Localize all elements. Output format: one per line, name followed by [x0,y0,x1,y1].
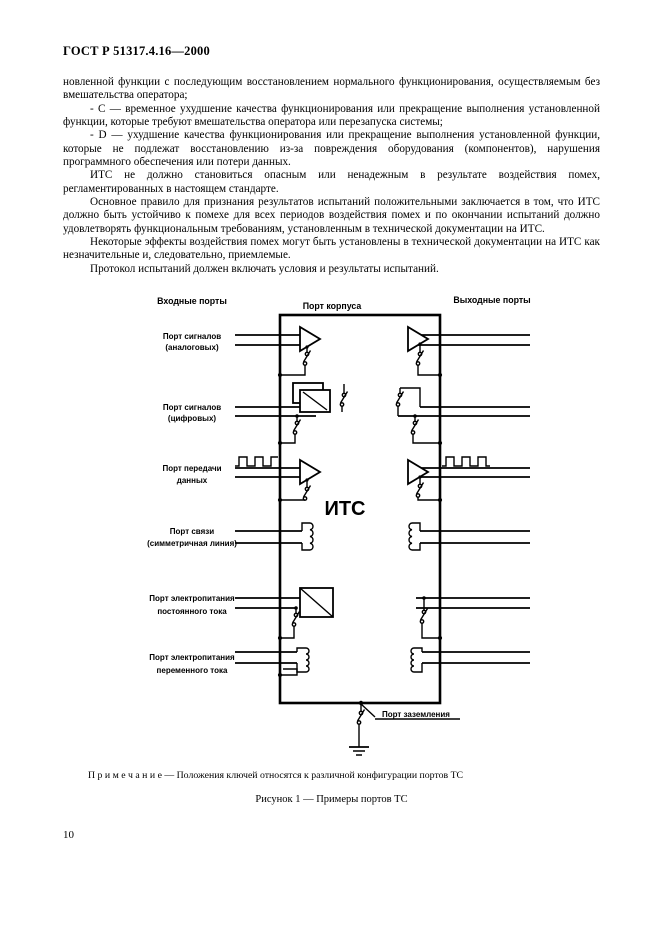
port-label: постоянного тока [157,607,227,616]
switch-icon [339,390,349,407]
port-label: Порт электропитания [149,594,235,603]
figure-ports-diagram: Входные порты Порт корпуса Выходные порт… [147,295,531,756]
switch-icon [415,349,425,366]
coil-icon [412,522,421,551]
ground-port-label: Порт заземления [382,710,450,719]
figure-note: П р и м е ч а н и е — Положения ключей о… [88,770,464,781]
square-wave-icon [442,456,490,467]
coil-icon [301,522,310,551]
switch-icon [302,484,312,501]
page-header: ГОСТ Р 51317.4.16—2000 [63,44,210,58]
switch-icon [410,418,420,435]
port-label: Порт передачи [162,464,221,473]
switch-icon [356,708,366,725]
ac-power-input-port: Порт электропитания переменного тока [149,647,310,678]
port-label: (цифровых) [168,414,216,423]
digital-input-port: Порт сигналов (цифровых) [163,382,349,446]
data-output-port [407,456,530,503]
coil-icon [296,647,306,673]
page-number: 10 [63,829,74,841]
paragraph: Основное правило для признания результат… [63,196,600,235]
switch-icon [291,610,301,627]
ac-power-output-port [410,647,530,673]
ground-port: Порт заземления [349,700,460,756]
port-label: переменного тока [157,666,228,675]
dc-power-input-port: Порт электропитания постоянного тока [149,587,334,641]
paragraph: Некоторые эффекты воздействия помех могу… [63,236,600,262]
paragraph: - С — временное ухудшение качества функц… [63,102,600,129]
switch-icon [419,607,429,624]
port-label: Порт связи [170,527,214,536]
switch-icon [395,390,405,407]
coil-icon [414,647,423,673]
amplifier-icon [299,458,322,486]
amplifier-icon [407,458,430,486]
enclosure-port-label: Порт корпуса [303,301,362,311]
communication-input-port: Порт связи (симметричная линия) [147,522,314,551]
port-label: Порт электропитания [149,653,235,662]
device-label: ИТС [324,498,365,520]
analog-input-port: Порт сигналов (аналоговых) [163,325,322,378]
switch-icon [415,481,425,498]
port-label: Порт сигналов [163,332,221,341]
figure-caption: Рисунок 1 — Примеры портов ТС [255,794,408,805]
communication-output-port [408,522,530,551]
inputs-header: Входные порты [157,296,227,306]
port-label: Порт сигналов [163,403,221,412]
data-input-port: Порт передачи данных [162,456,322,503]
body-text: новленной функции с последующим восстано… [63,76,600,276]
paragraph: - D — ухудшение качества функционировани… [63,129,600,169]
switch-icon [292,418,302,435]
port-label: данных [177,476,208,485]
paragraph: ИТС не должно становиться опасным или не… [63,169,600,195]
dc-power-output-port [416,596,530,641]
port-label: (аналоговых) [165,343,219,352]
square-wave-icon [235,456,278,467]
paragraph: Протокол испытаний должен включать услов… [90,262,439,275]
outputs-header: Выходные порты [453,295,530,305]
amplifier-icon [299,325,322,353]
analog-output-port [407,325,530,378]
amplifier-icon [407,325,430,353]
port-label: (симметричная линия) [147,539,237,548]
earth-ground-icon [349,746,369,756]
digital-output-port [395,387,530,446]
switch-icon [302,349,312,366]
paragraph: новленной функции с последующим восстано… [63,76,600,102]
